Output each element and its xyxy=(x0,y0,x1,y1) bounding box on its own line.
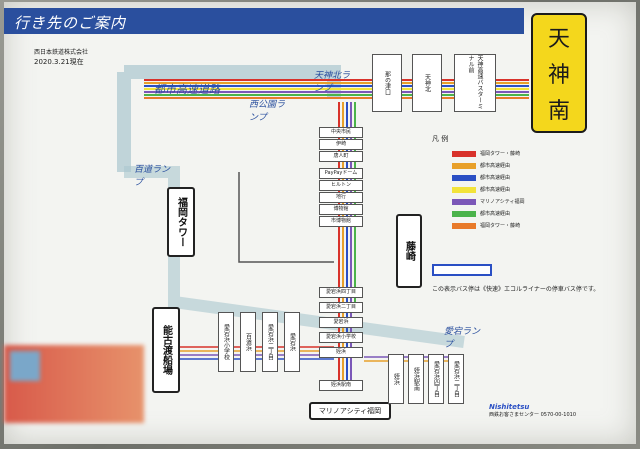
stop-atagohama4: 愛宕浜四丁目 xyxy=(319,287,363,298)
as-of-date: 2020.3.21現在 xyxy=(34,58,84,66)
stop-b2: 百道浜 xyxy=(240,312,256,372)
route-map-board: 行き先のご案内 西日本鉄道株式会社 2020.3.21現在 xyxy=(4,2,636,444)
blurred-photo xyxy=(4,345,149,427)
legend-label: 都市高速経由 xyxy=(480,163,511,169)
legend-swatch xyxy=(452,198,476,205)
legend-swatch xyxy=(452,150,476,157)
stop-chuo: 中央市民 xyxy=(319,127,363,138)
legend-label: 福岡タワー・藤崎 xyxy=(480,223,521,229)
legend-swatch xyxy=(452,162,476,169)
stop-fujisaki: 藤崎 xyxy=(396,214,422,288)
stop-tenjin-bt: 天神高速バスターミナル前 xyxy=(454,54,496,112)
legend-swatch xyxy=(452,210,476,217)
stop-tojinmachi: 唐人町 xyxy=(319,151,363,162)
stop-marinoa: マリノアシティ福岡 xyxy=(309,402,391,420)
express-note: この表示バス停は《快速》エコルライナーの停車バス停です。 xyxy=(432,286,600,293)
dest-char-2: 神 xyxy=(547,63,570,88)
legend-row-2: 都市高速経由 xyxy=(452,162,510,170)
express-stop-marker xyxy=(432,264,492,276)
stop-noko-tosenba: 能古渡船場 xyxy=(152,307,180,393)
stop-hakubutsukan: 博物館 xyxy=(319,204,363,215)
stop-b3: 愛宕浜二丁目 xyxy=(262,312,278,372)
legend-row-6: 都市高速経由 xyxy=(452,210,510,218)
stop-shi-hakubutsukan: 市博物館 xyxy=(319,216,363,227)
legend-row-3: 都市高速経由 xyxy=(452,174,510,182)
header-title: 行き先のご案内 xyxy=(14,14,127,32)
dest-char-1: 天 xyxy=(547,27,570,52)
stop-b5: 姪浜 xyxy=(388,354,404,404)
stop-meinohama: 姪浜 xyxy=(319,347,363,358)
stop-atagohama-sho: 愛宕浜小学校 xyxy=(319,332,363,343)
stop-meinohama-minami: 姪浜駅南 xyxy=(319,380,363,391)
tenjin-kita-ramp-label: 天神北ランプ xyxy=(314,71,351,94)
legend-swatch xyxy=(452,186,476,193)
stop-b8: 愛宕浜二丁目 xyxy=(448,354,464,404)
legend-row-4: 都市高速経由 xyxy=(452,186,510,194)
legend-row-1: 福岡タワー・藤崎 xyxy=(452,150,520,158)
legend-title: 凡 例 xyxy=(432,135,449,143)
stop-b1: 愛宕浜小学校 xyxy=(218,312,234,372)
stop-b6: 姪浜駅南 xyxy=(408,354,424,404)
stop-b4: 愛宕浜 xyxy=(284,312,300,372)
legend-label: マリノアシティ福岡 xyxy=(480,199,525,205)
legend-swatch xyxy=(452,222,476,229)
stop-nanotsuguchi: 那の津口 xyxy=(372,54,402,112)
atago-ramp-label: 愛宕ランプ xyxy=(444,327,481,350)
footer: Nishitetsu 西鉄お客さまセンター 0570-00-1010 xyxy=(489,403,576,418)
stop-dome: PayPayドーム xyxy=(319,168,363,179)
stop-tenjin-kita: 天神北 xyxy=(412,54,442,112)
stop-b7: 愛宕浜四丁目 xyxy=(428,354,444,404)
stop-jigyo: 地行 xyxy=(319,192,363,203)
highway-label: 都市高速道路 xyxy=(154,83,220,96)
legend-label: 都市高速経由 xyxy=(480,187,511,193)
nishikouen-ramp-label: 西公園ランプ xyxy=(249,100,286,123)
legend-row-5: マリノアシティ福岡 xyxy=(452,198,525,206)
legend-label: 都市高速経由 xyxy=(480,211,511,217)
stop-hilton: ヒルトン xyxy=(319,180,363,191)
legend-label: 都市高速経由 xyxy=(480,175,511,181)
legend-row-7: 福岡タワー・藤崎 xyxy=(452,222,520,230)
legend-swatch xyxy=(452,174,476,181)
dest-char-3: 南 xyxy=(547,99,570,124)
legend-label: 福岡タワー・藤崎 xyxy=(480,151,521,157)
destination-sign: 天 神 南 xyxy=(531,13,587,133)
company-name: 西日本鉄道株式会社 xyxy=(34,49,89,56)
stop-atagohama: 愛宕浜 xyxy=(319,317,363,328)
brand-logo: Nishitetsu xyxy=(489,403,530,411)
stop-atagohama2: 愛宕浜二丁目 xyxy=(319,302,363,313)
momochi-ramp-label: 百道ランプ xyxy=(134,165,171,188)
stop-fukuoka-tower: 福岡タワー xyxy=(167,187,195,257)
contact-line: 西鉄お客さまセンター 0570-00-1010 xyxy=(489,412,577,418)
stop-isaki: 伊崎 xyxy=(319,139,363,150)
header-bar xyxy=(4,8,524,34)
